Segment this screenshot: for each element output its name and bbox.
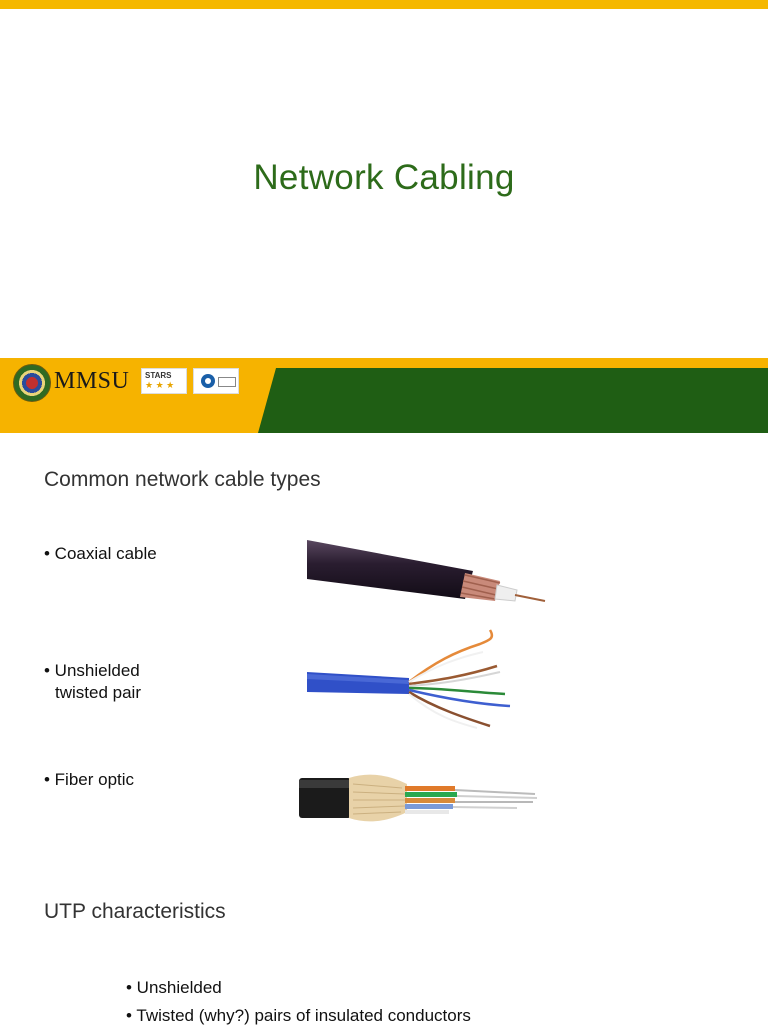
banner-green-band — [258, 368, 768, 433]
university-logo-text: MMSU — [54, 368, 130, 394]
bullet-coaxial: • Coaxial cable — [44, 543, 157, 565]
utp-cable-image — [307, 629, 511, 729]
certification-badge-icon — [193, 368, 239, 394]
fiber-optic-cable-image — [299, 774, 538, 822]
bullet-twisted-pairs: • Twisted (why?) pairs of insulated cond… — [126, 1006, 471, 1025]
bullet-coaxial-label: • Coaxial cable — [44, 544, 157, 563]
stars-badge: STARS ★ ★ ★ — [141, 368, 187, 394]
bullet-utp-line2: twisted pair — [55, 683, 141, 702]
section-heading-cable-types: Common network cable types — [44, 468, 321, 491]
stars-badge-label: STARS — [145, 371, 172, 380]
slide-title: Network Cabling — [253, 158, 515, 197]
section-heading-utp-characteristics: UTP characteristics — [44, 900, 226, 923]
bullet-utp: • Unshielded twisted pair — [44, 660, 141, 704]
university-seal-icon — [13, 364, 51, 402]
university-banner: MMSU STARS ★ ★ ★ — [0, 358, 768, 433]
top-accent-strip — [0, 0, 768, 9]
bullet-fiber: • Fiber optic — [44, 769, 134, 791]
bullet-fiber-label: • Fiber optic — [44, 770, 135, 789]
coaxial-cable-image — [307, 540, 546, 602]
stars-rating: ★ ★ ★ — [145, 380, 175, 390]
bullet-unshielded: • Unshielded — [126, 978, 222, 997]
bullet-utp-line1: • Unshielded — [44, 661, 140, 680]
